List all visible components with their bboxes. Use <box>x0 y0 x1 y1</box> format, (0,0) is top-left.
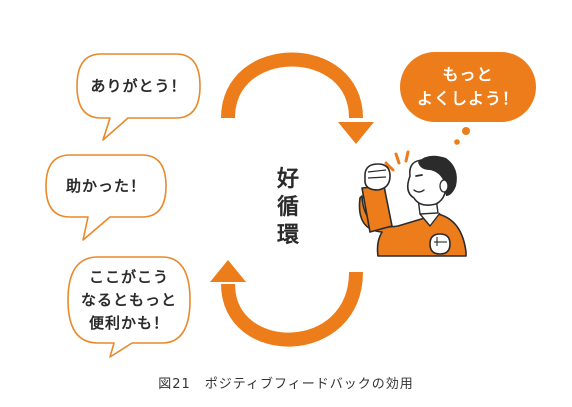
thought-text-line-1: もっと <box>442 65 494 84</box>
bubble-text-kokogakou-line-1: ここがこう <box>88 268 169 286</box>
cycle-label-char-3: 環 <box>276 223 299 248</box>
man-illustration <box>358 150 467 257</box>
bubble-text-kokogakou-line-2: なるともっと <box>80 291 177 309</box>
thought-bubble <box>400 52 536 145</box>
speech-bubble-kokogakou <box>67 256 191 358</box>
speech-bubble-tasukatta <box>45 154 167 241</box>
thought-text-line-2: よくしよう！ <box>416 89 519 108</box>
bubble-text-kokogakou-line-3: 便利かも！ <box>88 314 169 332</box>
bubble-text-arigatou: ありがとう！ <box>90 77 187 95</box>
figure-caption: 図21 ポジティブフィードバックの効用 <box>158 377 414 392</box>
cycle-label: 好 循 環 <box>268 166 308 250</box>
cycle-label-char-1: 好 <box>276 167 299 192</box>
bubble-text-tasukatta: 助かった！ <box>65 177 146 195</box>
thought-bubble-text: もっと よくしよう！ <box>400 63 536 111</box>
speech-bubble-arigatou <box>76 53 201 141</box>
cycle-arrow-bottom <box>210 260 363 347</box>
cycle-arrow-top <box>221 52 374 144</box>
cycle-label-char-2: 循 <box>276 195 299 220</box>
bubble-text-kokogakou: ここがこう なるともっと 便利かも！ <box>68 266 190 335</box>
